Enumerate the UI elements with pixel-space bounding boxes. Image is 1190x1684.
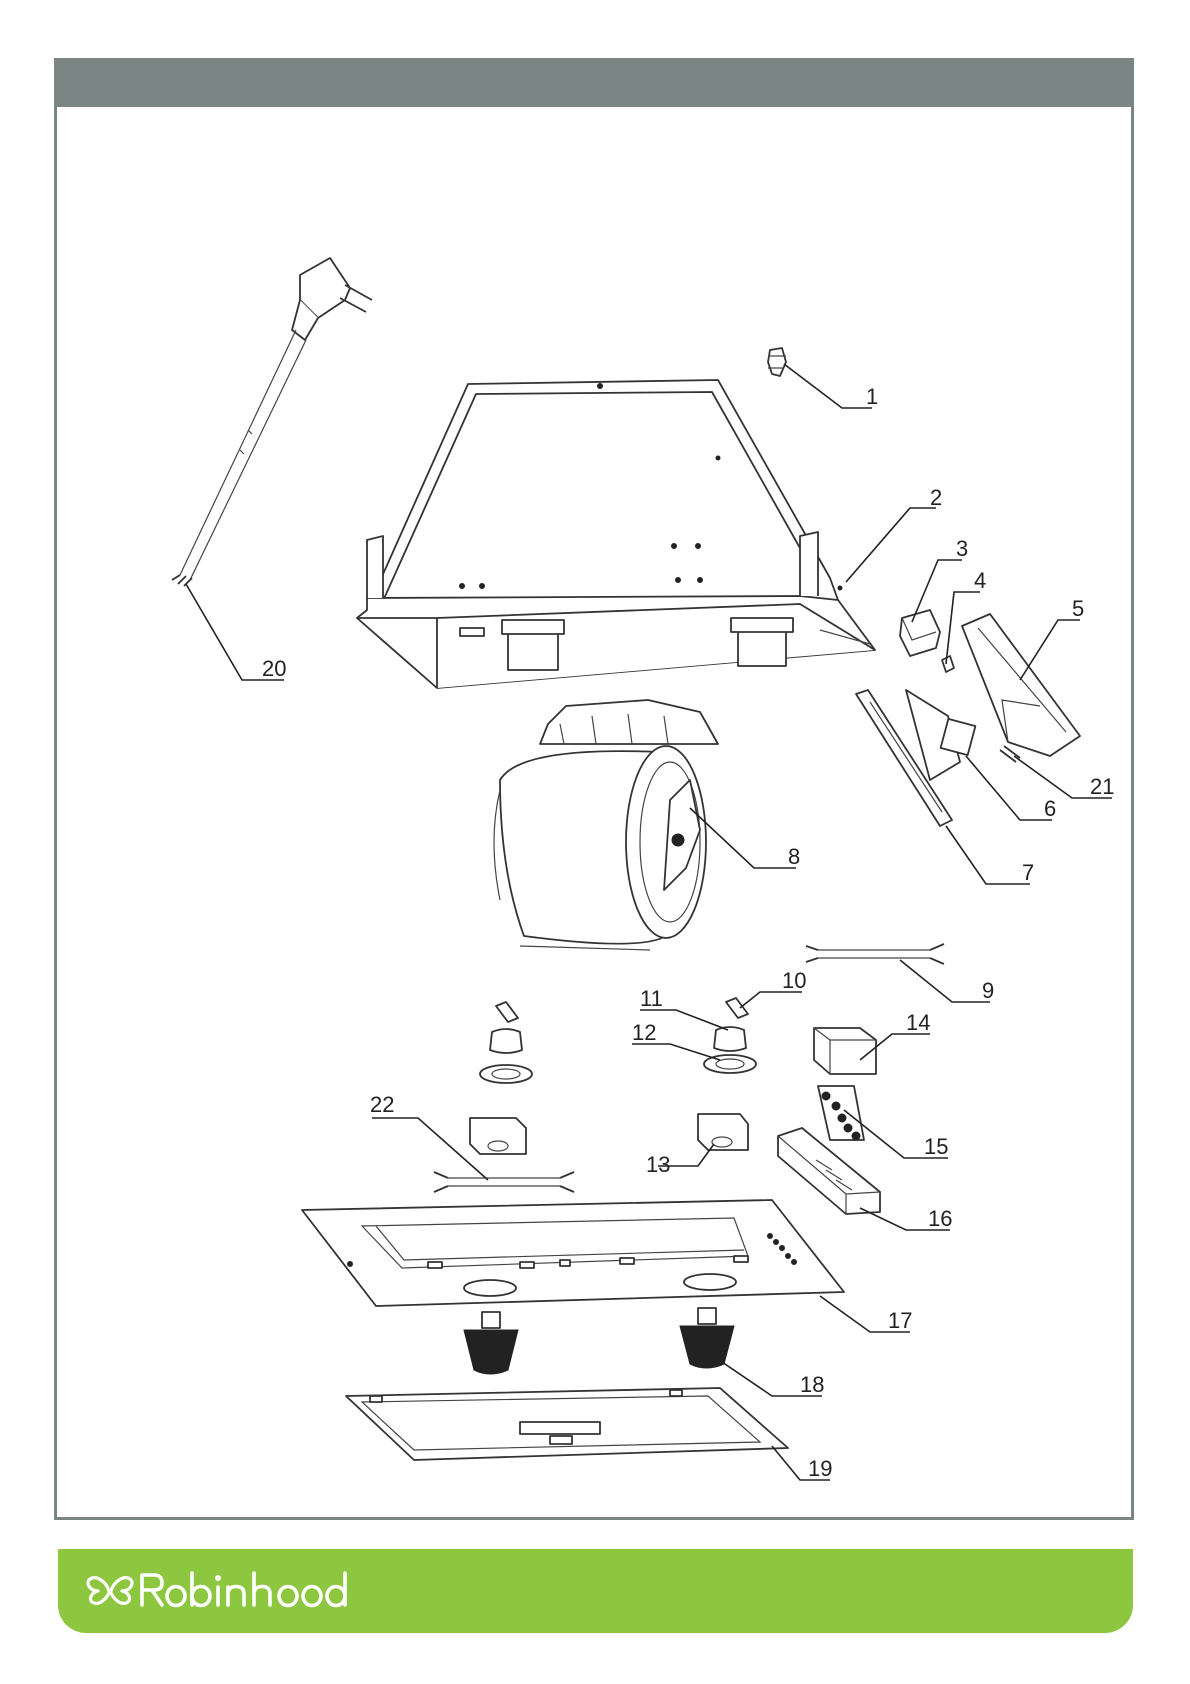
part-label-18: 18 bbox=[800, 1372, 824, 1397]
bottom-panel-part bbox=[302, 1200, 844, 1306]
halogen-lamp-part bbox=[464, 1308, 734, 1374]
part-label-2: 2 bbox=[930, 485, 942, 510]
clip-part bbox=[768, 348, 786, 376]
part-label-6: 6 bbox=[1044, 796, 1056, 821]
lamp-holder-right-part bbox=[704, 998, 756, 1073]
part-label-15: 15 bbox=[924, 1134, 948, 1159]
junction-box-part bbox=[470, 1114, 748, 1154]
spring-part bbox=[1000, 746, 1020, 762]
part-label-8: 8 bbox=[788, 844, 800, 869]
bracket-cover-part bbox=[962, 614, 1080, 756]
blower-motor-part bbox=[494, 700, 718, 950]
terminal-box-part bbox=[814, 1028, 876, 1074]
part-label-10: 10 bbox=[782, 968, 806, 993]
part-label-20: 20 bbox=[262, 656, 286, 681]
part-label-3: 3 bbox=[956, 536, 968, 561]
part-label-11: 11 bbox=[640, 986, 663, 1011]
filter-frame-part bbox=[346, 1388, 788, 1460]
butterfly-logo-icon bbox=[88, 1578, 132, 1604]
part-label-7: 7 bbox=[1022, 860, 1034, 885]
control-box-part bbox=[900, 610, 940, 656]
robinhood-wordmark bbox=[142, 1573, 345, 1606]
brand-footer bbox=[58, 1549, 1133, 1633]
lamp-wire-part bbox=[434, 1172, 574, 1192]
part-label-21: 21 bbox=[1090, 774, 1114, 799]
part-label-5: 5 bbox=[1072, 596, 1084, 621]
part-label-4: 4 bbox=[974, 568, 986, 593]
robinhood-logo bbox=[82, 1565, 382, 1617]
part-label-12: 12 bbox=[632, 1020, 656, 1045]
part-label-13: 13 bbox=[646, 1152, 670, 1177]
hood-body-part bbox=[357, 380, 875, 688]
part-label-19: 19 bbox=[808, 1456, 832, 1481]
part-label-1: 1 bbox=[866, 384, 878, 409]
wire-harness-part bbox=[806, 944, 944, 964]
button-bracket-part bbox=[778, 1128, 880, 1214]
part-label-14: 14 bbox=[906, 1010, 930, 1035]
power-cord-part bbox=[172, 258, 372, 586]
connector-part bbox=[942, 656, 954, 672]
part-label-9: 9 bbox=[982, 978, 994, 1003]
part-label-16: 16 bbox=[928, 1206, 952, 1231]
part-label-17: 17 bbox=[888, 1308, 912, 1333]
lamp-holder-left-part bbox=[480, 1002, 532, 1083]
part-label-22: 22 bbox=[370, 1092, 394, 1117]
push-buttons-part bbox=[818, 1086, 864, 1140]
